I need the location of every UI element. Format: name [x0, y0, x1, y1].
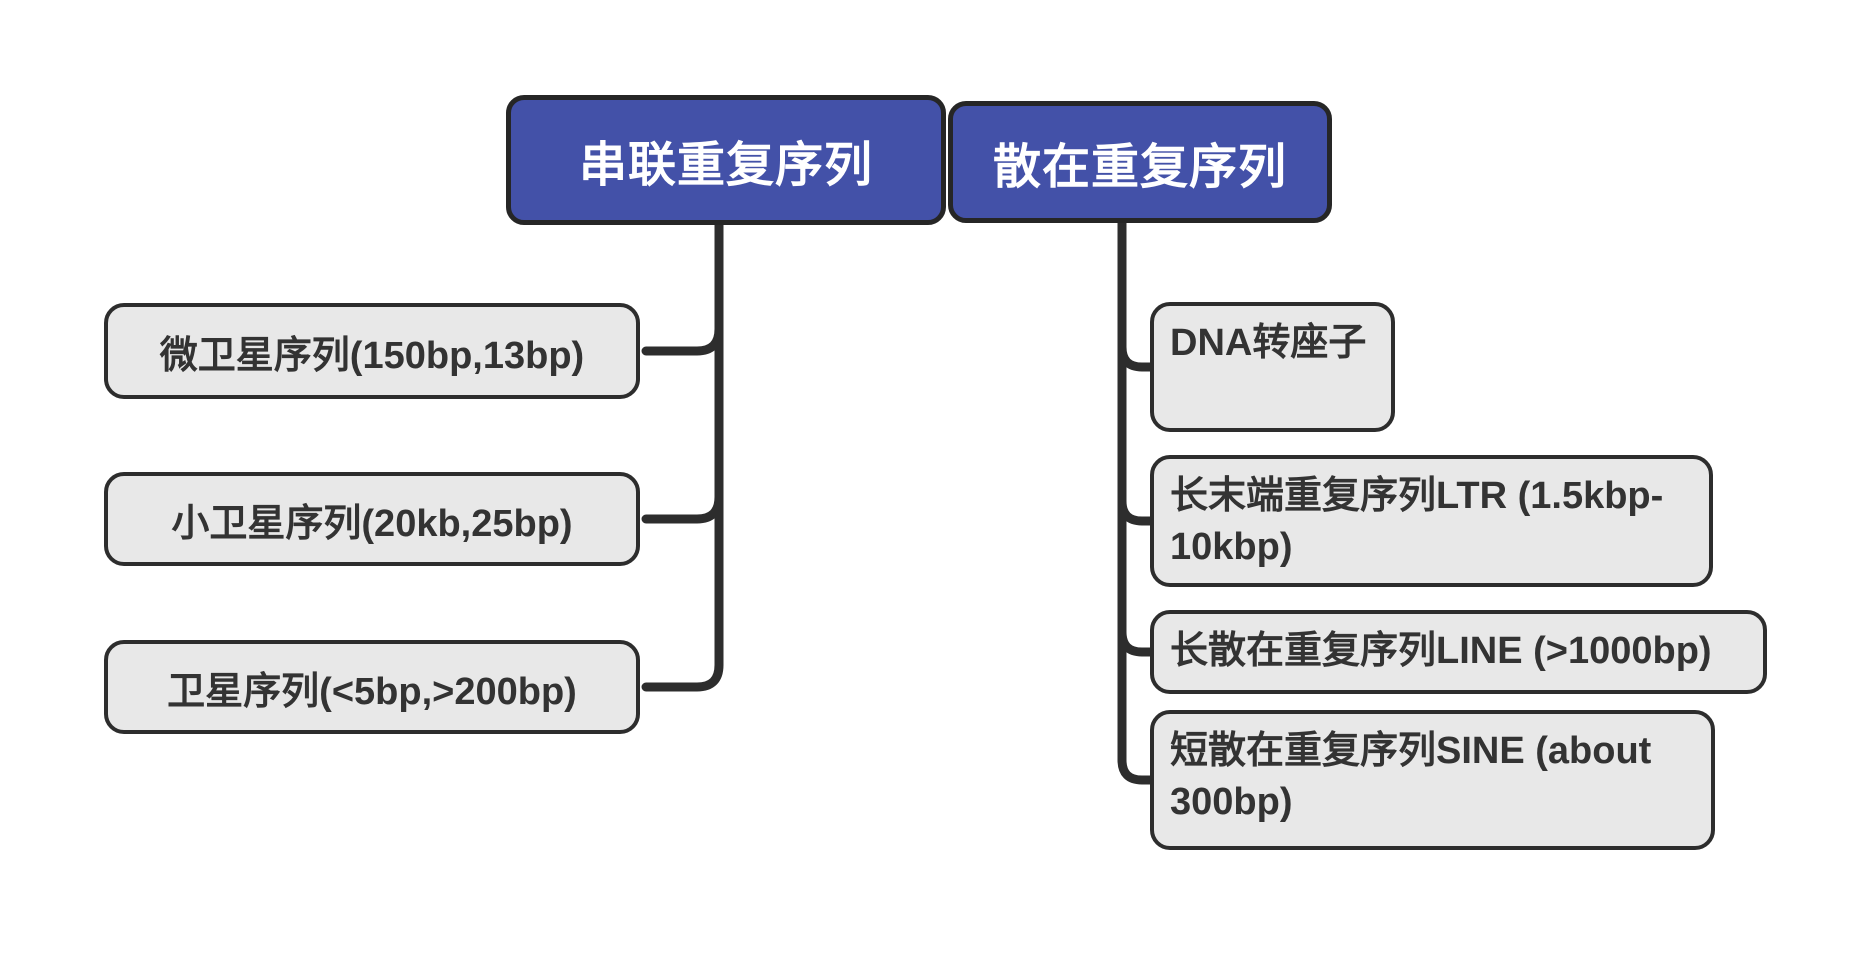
node-ltr[interactable]: 长末端重复序列LTR (1.5kbp- 10kbp) — [1150, 455, 1713, 587]
node-tandem-repeat-label: 串联重复序列 — [578, 139, 873, 192]
node-tandem-repeat-root[interactable]: 串联重复序列 — [506, 95, 946, 225]
node-microsatellite[interactable]: 微卫星序列(150bp,13bp) — [104, 303, 640, 399]
connector-tandem-satellite — [641, 210, 724, 692]
connector-interspersed-sine — [1117, 208, 1163, 785]
node-ltr-label: 长末端重复序列LTR (1.5kbp- 10kbp) — [1170, 475, 1664, 569]
node-microsatellite-label: 微卫星序列(150bp,13bp) — [159, 334, 585, 377]
node-minisatellite[interactable]: 小卫星序列(20kb,25bp) — [104, 472, 640, 566]
node-dna-transposon-label: DNA转座子 — [1170, 322, 1367, 364]
node-sine[interactable]: 短散在重复序列SINE (about 300bp) — [1150, 710, 1715, 850]
node-interspersed-repeat-label: 散在重复序列 — [992, 141, 1287, 194]
node-sine-label: 短散在重复序列SINE (about 300bp) — [1170, 730, 1652, 824]
node-satellite-label: 卫星序列(<5bp,>200bp) — [167, 670, 577, 713]
connector-interspersed-line — [1117, 208, 1163, 657]
node-line-label: 长散在重复序列LINE (>1000bp) — [1170, 630, 1712, 672]
node-satellite[interactable]: 卫星序列(<5bp,>200bp) — [104, 640, 640, 734]
node-minisatellite-label: 小卫星序列(20kb,25bp) — [171, 502, 573, 545]
connector-tandem-microsatellite — [641, 210, 724, 356]
node-dna-transposon[interactable]: DNA转座子 — [1150, 302, 1395, 432]
node-interspersed-repeat-root[interactable]: 散在重复序列 — [948, 101, 1332, 223]
connector-tandem-minisatellite — [641, 210, 724, 524]
node-line[interactable]: 长散在重复序列LINE (>1000bp) — [1150, 610, 1767, 694]
